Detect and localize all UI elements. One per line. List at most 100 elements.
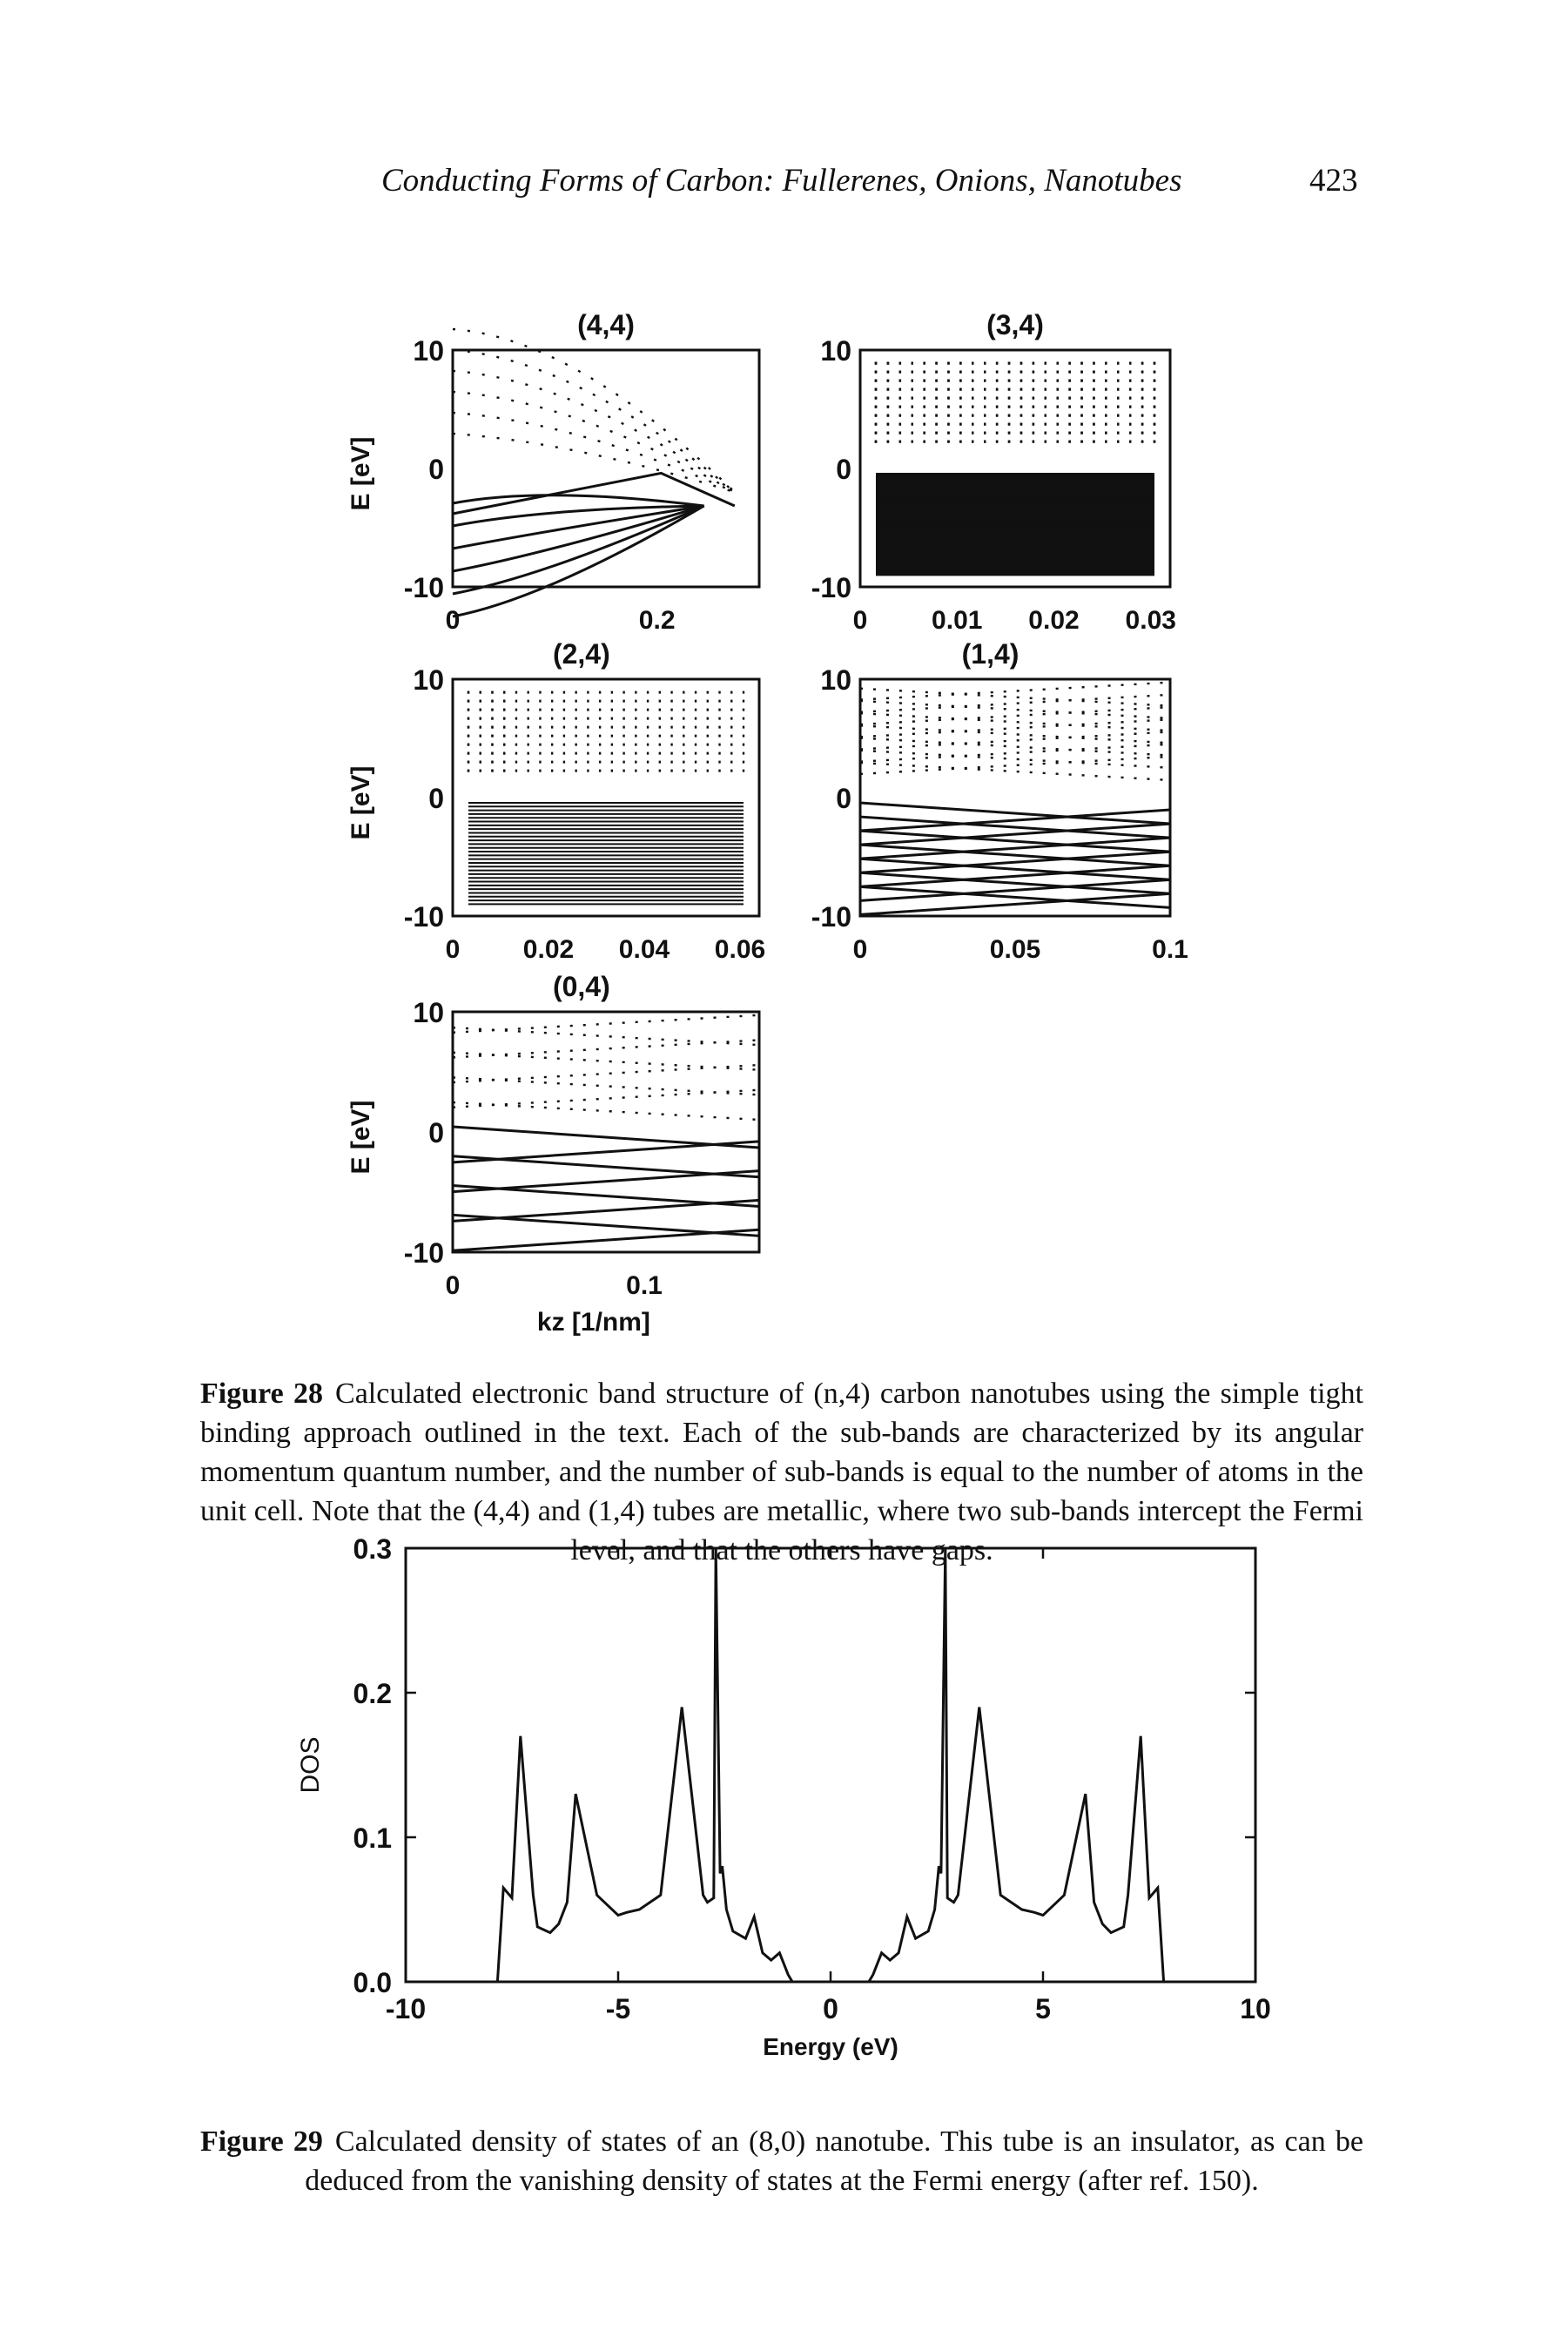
page-number: 423 <box>1309 163 1358 199</box>
y-tick-label: 0.3 <box>353 1533 392 1565</box>
y-axis-label: E [eV] <box>347 436 375 510</box>
y-tick-label: 0 <box>428 783 444 814</box>
panel-title: (2,4) <box>553 638 610 670</box>
y-axis-label: DOS <box>296 1736 325 1793</box>
x-axis-label: Energy (eV) <box>763 2033 898 2060</box>
conduction-band <box>859 718 1171 738</box>
x-tick-label: 0 <box>853 935 868 964</box>
y-tick-label: 10 <box>413 997 444 1028</box>
conduction-band <box>452 1051 760 1071</box>
y-tick-label: 10 <box>413 664 444 696</box>
y-tick-label: 0 <box>836 783 851 814</box>
x-axis-label: kz [1/nm] <box>537 1308 650 1337</box>
x-tick-label: 0 <box>446 1271 461 1300</box>
band-lines <box>859 681 1171 916</box>
x-tick-label: 0.06 <box>715 935 765 964</box>
dos-series-line <box>490 1547 1171 1984</box>
conduction-band <box>859 737 1171 757</box>
x-tick-label: 0.2 <box>639 606 676 635</box>
panel-title: (0,4) <box>553 971 610 1002</box>
conduction-band <box>859 749 1171 769</box>
x-tick-label: 0 <box>446 935 461 964</box>
conduction-band <box>859 693 1171 714</box>
valence-band <box>452 504 704 528</box>
x-tick-label: 0.05 <box>990 935 1040 964</box>
valence-band <box>859 885 1171 909</box>
y-tick-label: 0 <box>836 454 851 485</box>
y-axis-label: E [eV] <box>347 1100 375 1174</box>
valence-band <box>859 850 1171 874</box>
conduction-band <box>452 327 736 494</box>
plot-frame <box>451 677 761 918</box>
conduction-band <box>859 681 1171 701</box>
x-tick-label: 0.1 <box>626 1271 663 1300</box>
plot-frame <box>451 348 761 589</box>
x-tick-label: -10 <box>386 1993 426 2024</box>
figure-28-caption-text: Calculated electronic band structure of … <box>200 1378 1363 1566</box>
conduction-band <box>452 1039 760 1059</box>
y-tick-label: 10 <box>820 664 851 696</box>
y-tick-label: -10 <box>404 1237 444 1269</box>
valence-band <box>859 829 1171 853</box>
valence-band <box>859 878 1171 902</box>
conduction-band <box>452 432 736 494</box>
conduction-band <box>452 348 736 494</box>
valence-band <box>859 822 1171 846</box>
x-tick-label: 10 <box>1240 1993 1271 2024</box>
y-tick-label: -10 <box>404 572 444 603</box>
conduction-band <box>452 1014 760 1034</box>
x-tick-label: -5 <box>606 1993 630 2024</box>
x-tick-label: 0 <box>823 1993 838 2024</box>
conduction-band <box>452 369 736 494</box>
x-tick-label: 0.02 <box>523 935 574 964</box>
conduction-band <box>452 1063 760 1084</box>
valence-band <box>452 1228 760 1252</box>
valence-band <box>859 836 1171 860</box>
conduction-band <box>859 755 1171 776</box>
valence-band <box>859 864 1171 888</box>
x-tick-label: 0.03 <box>1126 606 1176 635</box>
x-tick-label: 0.01 <box>932 606 982 635</box>
y-tick-label: 10 <box>820 335 851 367</box>
plot-frame <box>404 1546 1257 1984</box>
conduction-band <box>859 761 1171 782</box>
y-axis-label: E [eV] <box>347 765 375 839</box>
conduction-band <box>452 1101 760 1122</box>
y-tick-label: -10 <box>811 572 851 603</box>
panel-title: (1,4) <box>962 638 1020 670</box>
y-tick-label: 0.2 <box>353 1678 392 1709</box>
x-tick-label: 0.04 <box>619 935 670 964</box>
valence-band <box>859 843 1171 867</box>
valence-band <box>859 815 1171 839</box>
figure-29-label: Figure 29 <box>200 2125 323 2158</box>
y-tick-label: 0 <box>428 1117 444 1149</box>
x-tick-label: 0.1 <box>1152 935 1188 964</box>
y-tick-label: 0.1 <box>353 1822 392 1854</box>
valence-band <box>859 808 1171 832</box>
plot-frame <box>451 1010 761 1254</box>
conduction-band <box>452 1076 760 1096</box>
conduction-band <box>859 705 1171 726</box>
valence-band <box>859 857 1171 881</box>
conduction-band <box>452 411 736 494</box>
valence-band <box>859 892 1171 916</box>
x-tick-label: 0 <box>446 606 461 635</box>
band-lines <box>467 690 745 906</box>
valence-band <box>452 504 705 573</box>
panel-title: (4,4) <box>577 309 635 340</box>
y-tick-label: 0 <box>428 454 444 485</box>
conduction-band <box>452 390 736 494</box>
valence-band <box>452 504 705 618</box>
x-tick-label: 0.02 <box>1028 606 1079 635</box>
running-head: Conducting Forms of Carbon: Fullerenes, … <box>381 163 1182 199</box>
valence-band <box>859 871 1171 895</box>
